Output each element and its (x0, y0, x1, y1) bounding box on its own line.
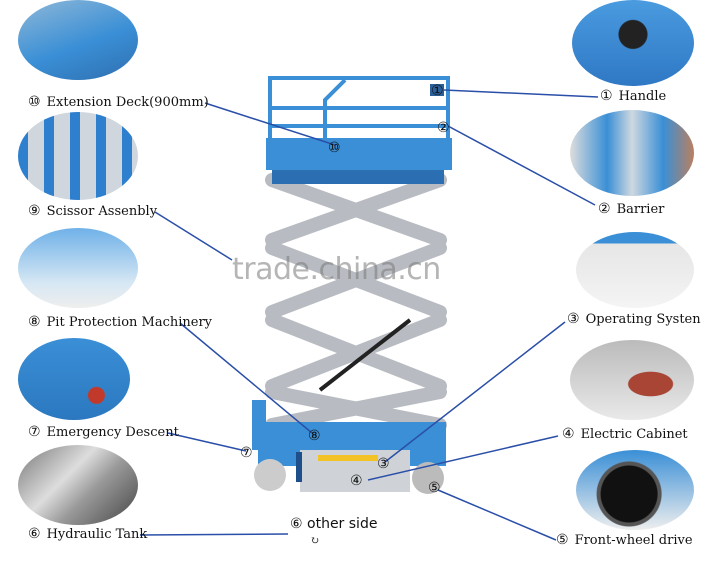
marker-front-wheel: ⑤ (428, 480, 441, 496)
watermark: trade.china.cn (232, 252, 441, 287)
leader-lines (139, 89, 599, 541)
scissor-assembly-photo (18, 112, 138, 200)
marker-barrier: ② (437, 120, 450, 136)
extension-deck-photo (18, 0, 138, 80)
electric-cabinet-photo (570, 340, 694, 420)
operating-system-photo (576, 232, 694, 308)
marker-electric-cabinet: ④ (350, 473, 363, 489)
scissor-assembly (265, 173, 447, 432)
marker-pit-protection: ⑧ (308, 428, 321, 444)
pit-protection-photo (18, 228, 138, 308)
marker-operating-system: ③ (377, 456, 390, 472)
hydraulic-tank-photo (18, 445, 138, 525)
marker-emergency-descent: ⑦ (240, 445, 253, 461)
marker-handle: ① (431, 83, 444, 99)
platform (266, 76, 452, 184)
lift-markers: ① ② ③ ④ ⑤ ⑦ ⑧ ⑩ (240, 83, 450, 496)
marker-extension-deck: ⑩ (328, 140, 341, 156)
barrier-photo (570, 110, 694, 196)
rotate-icon: ↻ (310, 534, 320, 547)
emergency-descent-photo (18, 338, 130, 420)
handle-photo (572, 0, 694, 86)
front-wheel-drive-photo (576, 450, 694, 530)
other-side-note: ⑥ other side (290, 516, 378, 532)
